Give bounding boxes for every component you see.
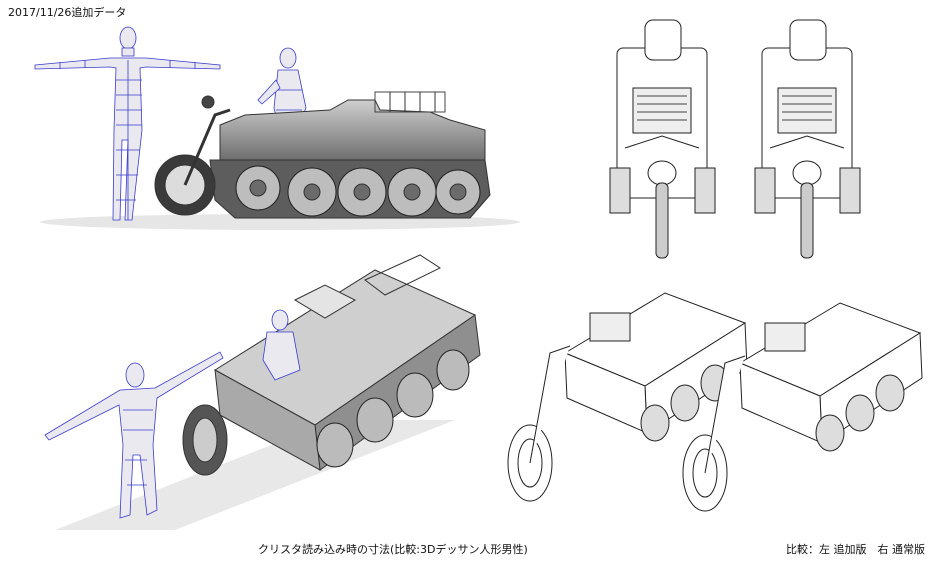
mannequin-standing	[34, 26, 221, 221]
mannequin-isometric-rider	[262, 309, 301, 381]
isometric-lineart-comparison	[507, 292, 923, 512]
comparison-caption: 比較：左 追加版 右 通常版	[786, 543, 925, 556]
date-label: 2017/11/26追加データ	[8, 6, 127, 19]
side-view-illustration	[34, 26, 520, 230]
front-view-added-version	[609, 19, 716, 259]
front-view-standard-version	[754, 19, 861, 259]
isometric-shaded-illustration	[44, 254, 481, 530]
dimension-caption: クリスタ読み込み時の寸法(比較:3Dデッサン人形男性)	[258, 543, 528, 556]
vehicle-side	[154, 91, 491, 219]
mannequin-isometric	[44, 351, 224, 519]
